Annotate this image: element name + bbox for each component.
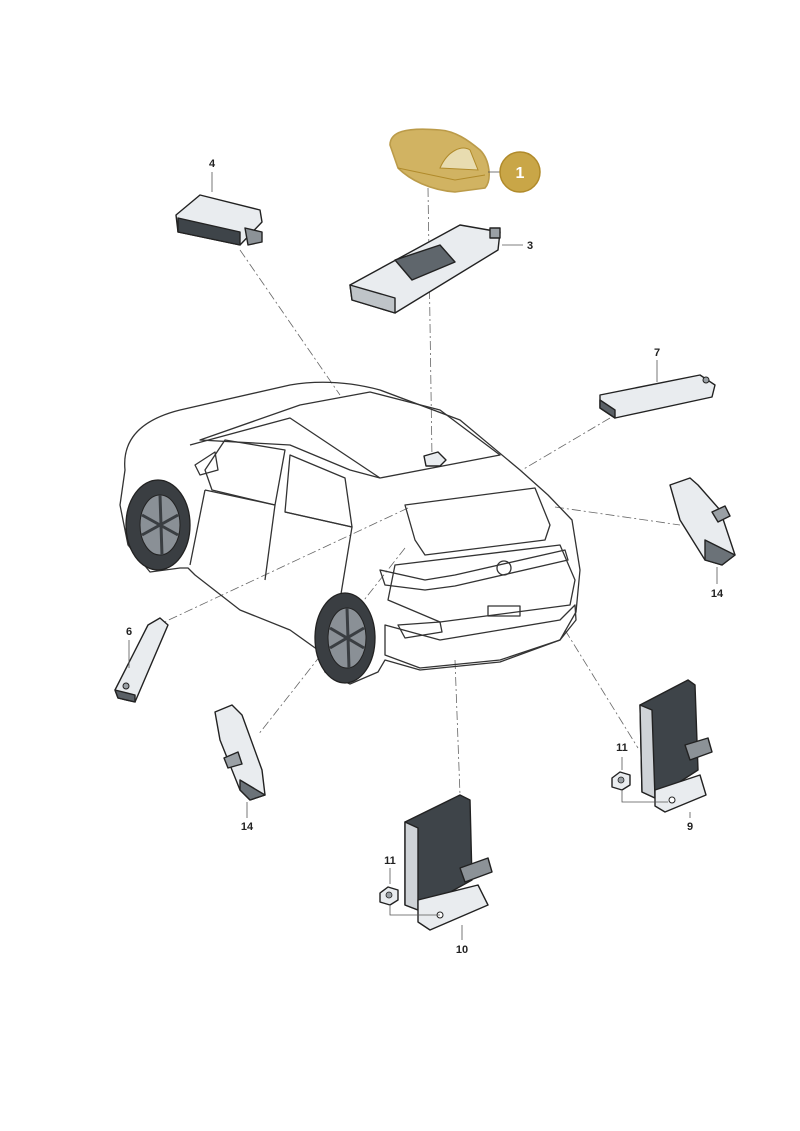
sensor-bracket-icon[interactable]	[404, 794, 493, 931]
sensor-bracket-icon[interactable]	[214, 704, 266, 801]
car-rear-window	[404, 487, 551, 556]
control-unit-icon[interactable]	[349, 224, 501, 314]
nut-icon[interactable]	[379, 886, 399, 906]
car-emblem	[496, 560, 512, 576]
sensor-bracket-icon[interactable]	[669, 477, 736, 566]
callout-14-right: 14	[711, 588, 724, 600]
part-7-strip[interactable]	[599, 374, 716, 419]
callout-14-left: 14	[241, 821, 254, 833]
callout-10: 10	[456, 944, 468, 956]
car-body	[119, 381, 581, 685]
car-roof-glass	[199, 391, 501, 479]
car-roof-rail	[189, 417, 381, 479]
car-license-plate	[487, 605, 521, 617]
connection-lines	[157, 187, 681, 796]
car-door-lines	[189, 489, 353, 601]
callout-6: 6	[126, 626, 132, 638]
callout-9: 9	[687, 821, 693, 833]
car-lower-lamp	[397, 621, 443, 639]
control-unit-icon[interactable]	[175, 194, 263, 246]
car-mirror	[194, 451, 219, 476]
antenna-strip-icon[interactable]	[114, 617, 169, 703]
car-rear-wheel	[314, 592, 376, 684]
car-tailgate	[387, 544, 576, 623]
antenna-strip-icon[interactable]	[599, 374, 716, 419]
car-side-window-front	[204, 439, 286, 506]
car-front-wheel	[125, 479, 191, 571]
car-shark-fin	[423, 451, 447, 467]
car-side-window-rear	[284, 454, 353, 528]
callout-11-right: 11	[616, 742, 628, 754]
callout-badge-1	[499, 151, 541, 193]
callout-7: 7	[654, 347, 660, 359]
sensor-bracket-icon[interactable]	[639, 679, 713, 813]
vehicle-icon	[119, 381, 581, 685]
car-tail-light	[379, 549, 569, 591]
callout-4: 4	[209, 158, 216, 170]
antenna-module-icon[interactable]	[389, 128, 490, 193]
callout-3: 3	[527, 240, 533, 252]
part-6-strip[interactable]	[114, 617, 169, 703]
car-rear-bumper	[384, 604, 577, 669]
callout-1: 1	[516, 165, 525, 182]
part-1-antenna[interactable]	[389, 128, 490, 193]
nut-icon[interactable]	[611, 771, 631, 791]
callout-11-bottom: 11	[384, 855, 396, 867]
